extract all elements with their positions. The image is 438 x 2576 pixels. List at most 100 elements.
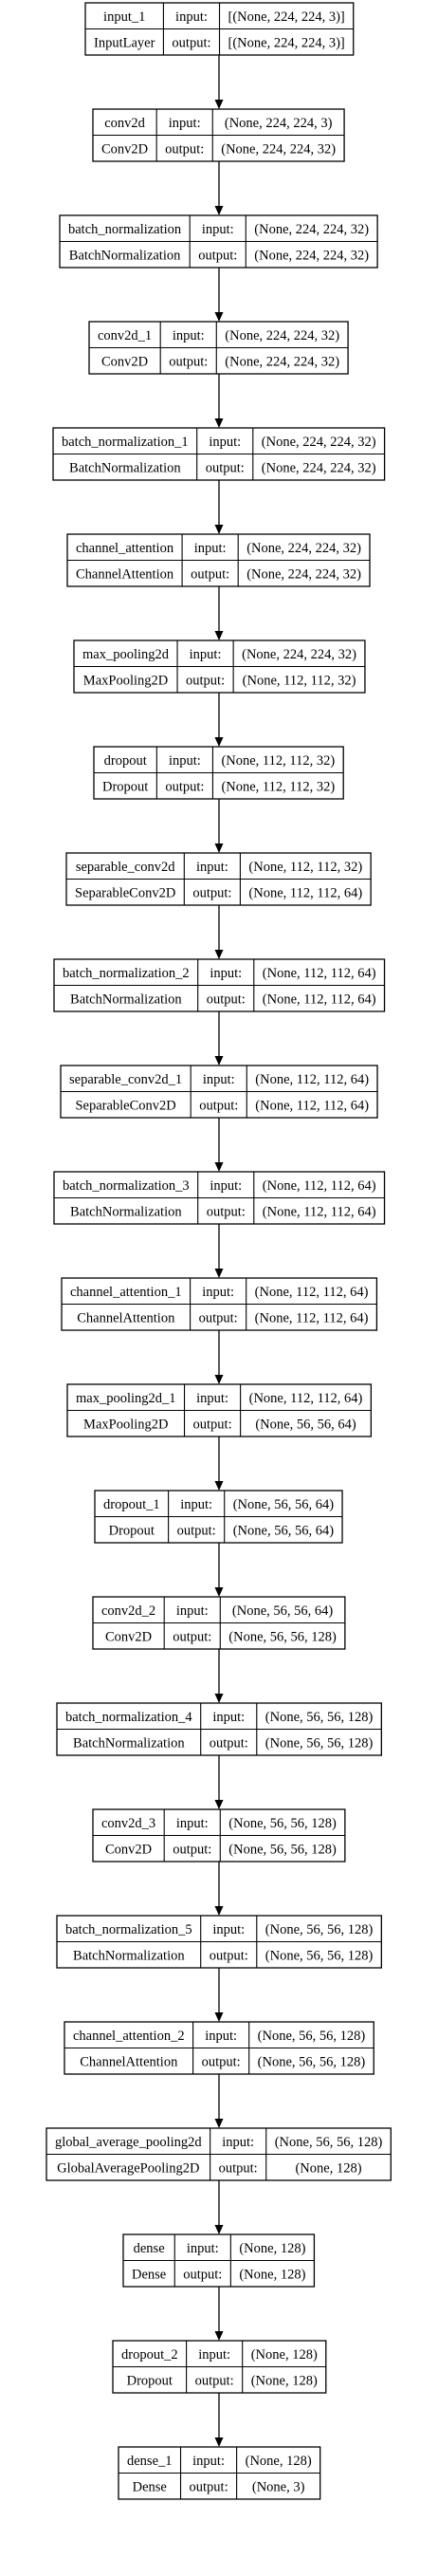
layer-name: channel_attention_1 [70, 1285, 182, 1300]
output-label: output: [165, 141, 204, 157]
arrowhead [214, 1694, 224, 1703]
output-shape: (None, 56, 56, 128) [265, 1735, 374, 1751]
arrowhead [214, 1587, 224, 1597]
output-shape: (None, 128) [295, 2160, 361, 2176]
layer-name: channel_attention_2 [73, 2029, 185, 2044]
arrowhead [214, 843, 224, 853]
arrowhead [214, 2225, 224, 2234]
layer-node: global_average_pooling2dGlobalAveragePoo… [46, 2127, 392, 2181]
layer-type: ChannelAttention [80, 2054, 178, 2069]
input-label: input: [190, 647, 222, 662]
output-label: output: [219, 2160, 258, 2176]
output-label: output: [173, 1629, 211, 1644]
input-label: input: [176, 1816, 209, 1831]
input-shape: (None, 56, 56, 128) [228, 1816, 337, 1831]
input-label: input: [196, 1391, 228, 1406]
output-shape: (None, 56, 56, 128) [228, 1842, 337, 1857]
arrowhead [214, 418, 224, 428]
output-shape: (None, 56, 56, 128) [265, 1948, 374, 1963]
arrowhead [214, 2331, 224, 2341]
output-shape: (None, 56, 56, 64) [255, 1417, 356, 1432]
arrowhead [214, 525, 224, 534]
layer-type: MaxPooling2D [83, 1417, 168, 1432]
layer-name: dense [134, 2241, 165, 2256]
input-shape: (None, 56, 56, 128) [265, 1922, 374, 1937]
arrowhead [214, 631, 224, 640]
input-label: input: [176, 1603, 209, 1619]
layer-name: max_pooling2d [82, 647, 170, 662]
layer-type: BatchNormalization [73, 1735, 185, 1751]
output-label: output: [207, 1204, 246, 1219]
output-label: output: [190, 2479, 228, 2494]
arrowhead [214, 1906, 224, 1916]
output-shape: (None, 112, 112, 64) [263, 991, 376, 1007]
layer-type: Dropout [127, 2373, 173, 2388]
input-shape: (None, 128) [251, 2347, 318, 2363]
input-label: input: [173, 328, 205, 343]
output-shape: (None, 224, 224, 32) [221, 141, 336, 157]
input-label: input: [210, 1178, 242, 1194]
input-shape: (None, 56, 56, 128) [258, 2029, 366, 2044]
arrowhead [214, 100, 224, 109]
layer-name: conv2d_1 [98, 328, 152, 343]
output-shape: (None, 56, 56, 128) [228, 1629, 337, 1644]
input-label: input: [205, 2029, 237, 2044]
arrowhead [214, 1269, 224, 1278]
input-label: input: [187, 2241, 219, 2256]
arrowhead [214, 1056, 224, 1066]
layer-name: batch_normalization_5 [65, 1922, 192, 1937]
layer-node: max_pooling2dMaxPooling2Dinput:output:(N… [73, 639, 366, 694]
input-label: input: [202, 1285, 234, 1300]
output-label: output: [186, 673, 225, 688]
layer-name: dropout [104, 753, 147, 769]
input-label: input: [222, 2135, 254, 2150]
layer-name: batch_normalization_2 [63, 966, 190, 981]
layer-type: BatchNormalization [69, 248, 181, 263]
output-label: output: [199, 1310, 238, 1325]
output-label: output: [183, 2267, 222, 2282]
input-label: input: [202, 222, 234, 237]
input-shape: (None, 128) [239, 2241, 305, 2256]
layer-type: Conv2D [105, 1842, 152, 1857]
output-shape: (None, 56, 56, 128) [258, 2054, 366, 2069]
output-label: output: [198, 248, 237, 263]
input-shape: (None, 112, 112, 32) [248, 860, 362, 875]
layer-type: ChannelAttention [76, 566, 174, 582]
output-shape: (None, 112, 112, 64) [248, 885, 362, 900]
layer-name: max_pooling2d_1 [76, 1391, 176, 1406]
layer-type: BatchNormalization [70, 991, 182, 1007]
output-shape: (None, 112, 112, 32) [221, 779, 335, 794]
layer-type: BatchNormalization [73, 1948, 185, 1963]
output-shape: (None, 224, 224, 32) [246, 566, 361, 582]
arrowhead [214, 312, 224, 322]
input-label: input: [169, 116, 201, 131]
layer-node: batch_normalization_4BatchNormalizationi… [56, 1702, 383, 1756]
layer-name: batch_normalization_3 [63, 1178, 190, 1194]
output-shape: [(None, 224, 224, 3)] [228, 35, 345, 50]
layer-type: GlobalAveragePooling2D [57, 2160, 199, 2176]
layer-node: separable_conv2dSeparableConv2Dinput:out… [65, 852, 372, 906]
input-label: input: [196, 860, 228, 875]
layer-type: BatchNormalization [70, 1204, 182, 1219]
output-label: output: [206, 460, 245, 475]
layer-type: Dropout [109, 1523, 155, 1538]
input-shape: (None, 224, 224, 32) [242, 647, 356, 662]
input-label: input: [210, 966, 242, 981]
layer-node: batch_normalizationBatchNormalizationinp… [59, 214, 378, 269]
input-label: input: [198, 2347, 230, 2363]
input-shape: [(None, 224, 224, 3)] [228, 9, 345, 25]
input-label: input: [180, 1497, 212, 1512]
output-label: output: [192, 885, 231, 900]
layer-type: InputLayer [94, 35, 155, 50]
output-shape: (None, 112, 112, 64) [263, 1204, 376, 1219]
output-shape: (None, 112, 112, 64) [255, 1310, 369, 1325]
input-shape: (None, 56, 56, 128) [275, 2135, 383, 2150]
layer-type: BatchNormalization [69, 460, 181, 475]
